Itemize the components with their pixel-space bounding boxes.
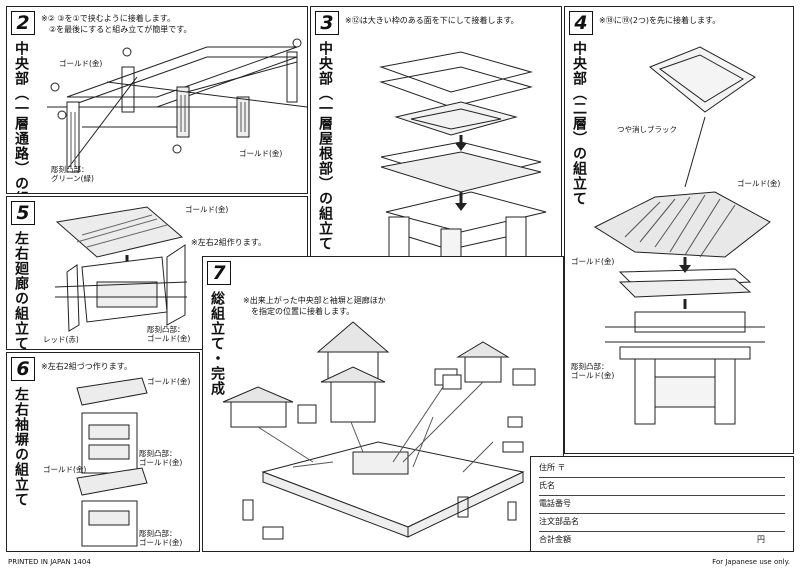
form-row-address[interactable]: 住所 〒 <box>539 459 785 478</box>
form-label-total: 合計金額 <box>539 535 571 544</box>
step-title: 左右袖塀の組立て <box>13 387 29 507</box>
step-3-panel: 3 ※⑫は大きい枠のある面を下にして接着します。 中央部（一層屋根部）の組立て <box>310 6 562 286</box>
step-title: 総組立て・完成 <box>209 291 225 396</box>
form-row-phone[interactable]: 電話番号 <box>539 495 785 514</box>
label-gold: ゴールド(金) <box>185 205 229 214</box>
label-carving-gold-1: 彫刻凸部： ゴールド(金) <box>139 449 183 467</box>
step-title: 中央部（二層）の組立て <box>571 41 587 206</box>
form-label-address: 住所 〒 <box>539 463 566 472</box>
label-gold-1: ゴールド(金) <box>737 179 781 188</box>
step-note: ※出来上がった中央部と袖塀と廻廊ほか を指定の位置に接着します。 <box>243 296 386 316</box>
step-title: 中央部（一層屋根部）の組立て <box>317 41 333 251</box>
step-2-panel: 2 ※② ③を①で挟むように接着します。 ②を最後にすると組み立てが簡単です。 … <box>6 6 308 194</box>
step-number: 6 <box>11 357 35 381</box>
label-matte-black: つや消しブラック <box>617 125 677 134</box>
step-6-panel: 6 ※左右2組づつ作ります。 左右袖塀の組立て ゴールド(金) 彫刻凸部： ゴー… <box>6 352 200 552</box>
step-note: ※② ③を①で挟むように接着します。 ②を最後にすると組み立てが簡単です。 <box>41 14 192 34</box>
form-label-name: 氏名 <box>539 481 555 490</box>
order-form: 住所 〒 氏名 電話番号 注文部品名 合計金額 円 <box>530 456 794 552</box>
label-red: レッド(赤) <box>43 335 79 344</box>
form-label-part-name: 注文部品名 <box>539 517 579 526</box>
form-label-phone: 電話番号 <box>539 499 571 508</box>
step-title: 左右廻廊の組立て <box>13 231 29 350</box>
footer-japanese-use: For Japanese use only. <box>712 558 790 566</box>
step-number: 2 <box>11 11 35 35</box>
label-gold-2: ゴールド(金) <box>239 149 283 158</box>
step-number: 3 <box>315 11 339 35</box>
corridor-frame-drawing <box>47 38 307 173</box>
step-note: ※⑫は大きい枠のある面を下にして接着します。 <box>345 16 519 25</box>
step-4-panel: 4 ※⑱に⑲(2つ)を先に接着します。 中央部（二層）の組立て つや消し <box>564 6 794 454</box>
step-note: ※⑱に⑲(2つ)を先に接着します。 <box>599 16 721 25</box>
label-green: 彫刻凸部： グリーン(緑) <box>51 165 94 183</box>
label-carving-gold-2: 彫刻凸部： ゴールド(金) <box>139 529 183 547</box>
footer-printed: PRINTED IN JAPAN 1404 <box>8 558 91 566</box>
side-wall-drawing <box>76 377 148 547</box>
step-number: 4 <box>569 11 593 35</box>
label-gold-1: ゴールド(金) <box>59 59 103 68</box>
step-number: 5 <box>11 201 35 225</box>
form-row-name[interactable]: 氏名 <box>539 477 785 496</box>
form-yen-unit: 円 <box>757 535 765 544</box>
label-carving-gold: 彫刻凸部： ゴールド(金) <box>571 362 615 380</box>
form-row-part-name[interactable]: 注文部品名 <box>539 513 785 532</box>
form-row-total[interactable]: 合計金額 円 <box>539 531 785 549</box>
label-gold-1: ゴールド(金) <box>147 377 191 386</box>
second-floor-drawing <box>593 46 771 425</box>
step-note: ※左右2組づつ作ります。 <box>41 362 132 371</box>
roof-assembly-drawing <box>379 51 547 275</box>
final-assembly-drawing <box>222 321 536 540</box>
label-gold-2: ゴールド(金) <box>571 257 615 266</box>
step-title: 中央部（一層通路）の組立て <box>13 41 29 194</box>
step-7-panel: 7 ※出来上がった中央部と袖塀と廻廊ほか を指定の位置に接着します。 総組立て・… <box>202 256 564 552</box>
step-number: 7 <box>207 261 231 285</box>
side-corridor-drawing <box>54 206 188 332</box>
step-note: ※左右2組作ります。 <box>191 238 266 247</box>
label-carving-gold: 彫刻凸部： ゴールド(金) <box>147 325 191 343</box>
label-gold-2: ゴールド(金) <box>43 465 87 474</box>
